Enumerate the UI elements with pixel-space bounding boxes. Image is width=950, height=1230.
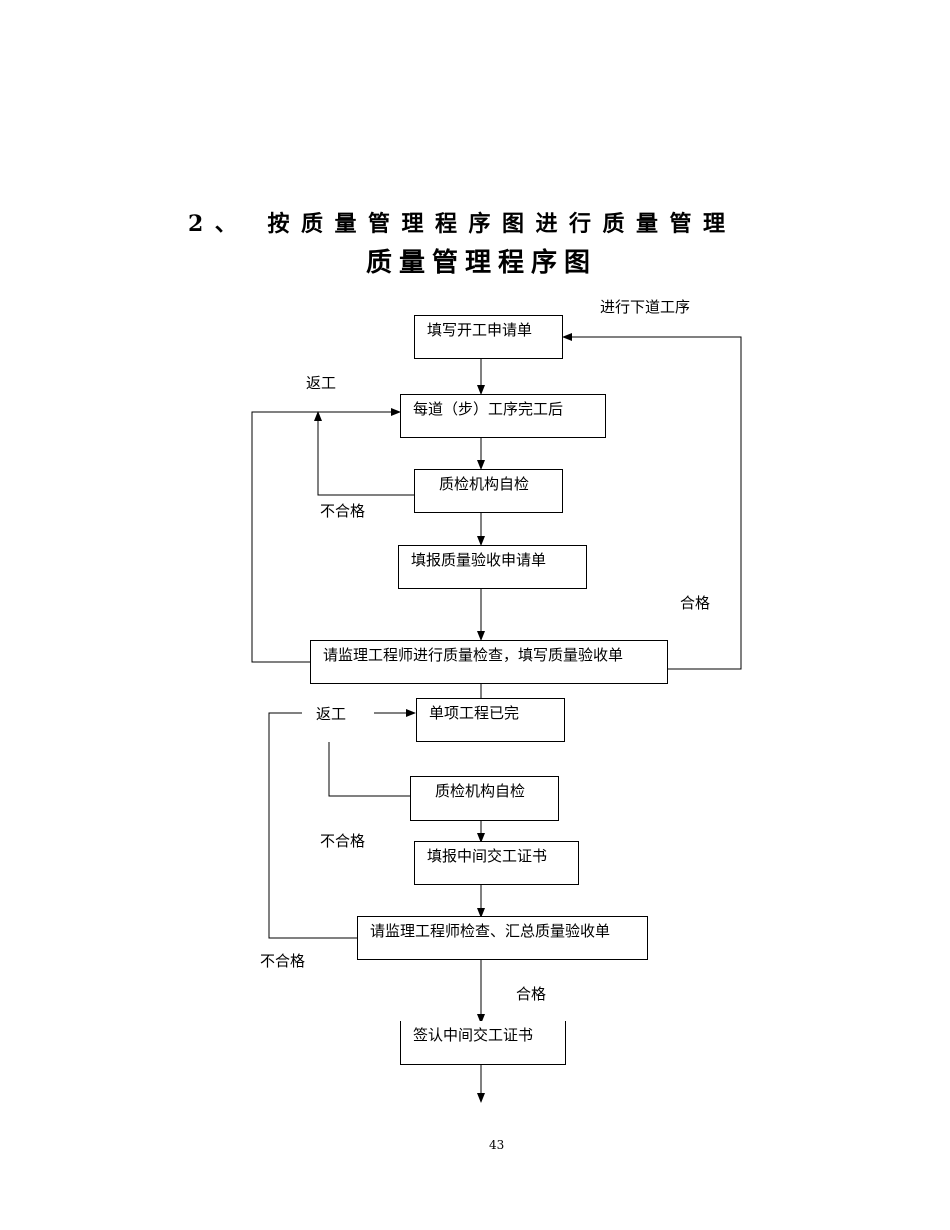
loop-fail-1 (314, 411, 414, 496)
label-pass-1: 合格 (680, 594, 711, 612)
box-supervisor-quality-check: 请监理工程师进行质量检查，填写质量验收单 (310, 640, 668, 684)
label-fail-1: 不合格 (320, 502, 366, 520)
loop-fail-3 (268, 712, 357, 939)
diagram-title: 质量管理程序图 (366, 248, 598, 278)
label-fail-3: 不合格 (260, 952, 306, 970)
box-self-inspection-1: 质检机构自检 (414, 469, 563, 513)
box-each-process-done: 每道（步）工序完工后 (400, 394, 606, 438)
label-next-process: 进行下道工序 (600, 298, 691, 316)
label-rework-2: 返工 (316, 705, 347, 723)
box-single-project-done: 单项工程已完 (416, 698, 565, 742)
label-fail-2: 不合格 (320, 832, 366, 850)
loop-fail-2 (328, 742, 410, 797)
page-number: 43 (489, 1138, 505, 1152)
box-fill-start-application: 填写开工申请单 (414, 315, 563, 359)
box-self-inspection-2: 质检机构自检 (410, 776, 559, 821)
box-quality-acceptance-application: 填报质量验收申请单 (398, 545, 587, 589)
section-heading: 2、 按质量管理程序图进行质量管理 (188, 211, 737, 237)
box-supervisor-summary-check: 请监理工程师检查、汇总质量验收单 (357, 916, 648, 960)
box-interim-handover-certificate: 填报中间交工证书 (414, 841, 579, 885)
loop-rework-1 (251, 408, 401, 663)
label-rework-1: 返工 (306, 374, 337, 392)
box-sign-interim-certificate: 签认中间交工证书 (400, 1021, 566, 1065)
label-pass-2: 合格 (516, 985, 547, 1003)
loop-pass-next-process (562, 333, 742, 670)
